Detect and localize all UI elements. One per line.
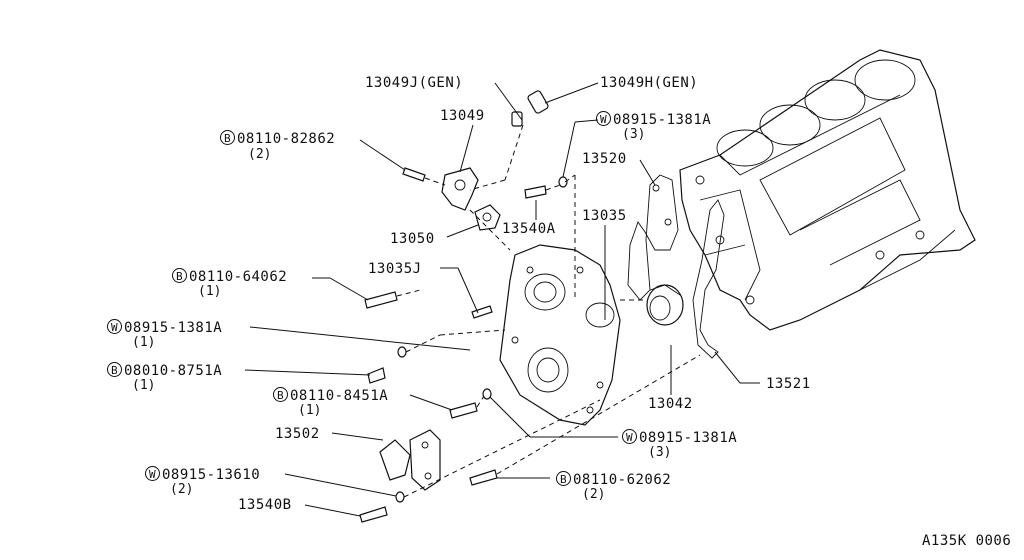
bolts — [359, 167, 547, 523]
leader-lines — [244, 82, 760, 517]
circled-w-icon: W — [145, 466, 160, 481]
water-outlet-13049 — [441, 90, 549, 211]
part-label-13540b: 13540B — [238, 497, 292, 513]
qty-08915-1381a-top: (3) — [622, 127, 646, 142]
circled-b-icon: B — [556, 471, 571, 486]
circled-w-icon: W — [107, 319, 122, 334]
circled-w-icon: W — [622, 429, 637, 444]
part-label-13049j: 13049J(GEN) — [365, 75, 464, 91]
part-label-13520: 13520 — [582, 151, 627, 167]
circled-b-icon: B — [172, 268, 187, 283]
qty-08915-1381a-low: (3) — [648, 445, 672, 460]
part-label-13049h: 13049H(GEN) — [600, 75, 699, 91]
part-label-13035: 13035 — [582, 208, 627, 224]
part-label-13540a: 13540A — [502, 221, 556, 237]
gasket-13050 — [474, 204, 501, 231]
qty-08915-1381a-mid: (1) — [132, 335, 156, 350]
bracket-13502 — [379, 429, 441, 491]
circled-b-icon: B — [220, 130, 235, 145]
front-cover-13035 — [499, 244, 621, 426]
figure-code: A135K 0006 — [922, 533, 1012, 549]
part-label-13502: 13502 — [275, 426, 320, 442]
part-label-13042: 13042 — [648, 396, 693, 412]
washers — [395, 176, 568, 503]
engine-block — [679, 49, 976, 331]
gasket-13520 — [627, 174, 679, 301]
oil-seal-13042 — [646, 284, 684, 326]
part-label-13049: 13049 — [440, 108, 485, 124]
qty-08010-8751a: (1) — [132, 378, 156, 393]
qty-08110-8451a: (1) — [298, 403, 322, 418]
circled-b-icon: B — [107, 362, 122, 377]
assembly-lines — [396, 124, 701, 498]
gasket-13521 — [692, 199, 725, 359]
circled-b-icon: B — [273, 387, 288, 402]
circled-w-icon: W — [596, 111, 611, 126]
qty-08915-13610: (2) — [170, 482, 194, 497]
part-label-13050: 13050 — [390, 231, 435, 247]
part-label-13035j: 13035J — [368, 261, 422, 277]
qty-08110-82862: (2) — [248, 147, 272, 162]
part-label-13521: 13521 — [766, 376, 811, 392]
qty-08110-62062: (2) — [582, 487, 606, 502]
qty-08110-64062: (1) — [198, 284, 222, 299]
